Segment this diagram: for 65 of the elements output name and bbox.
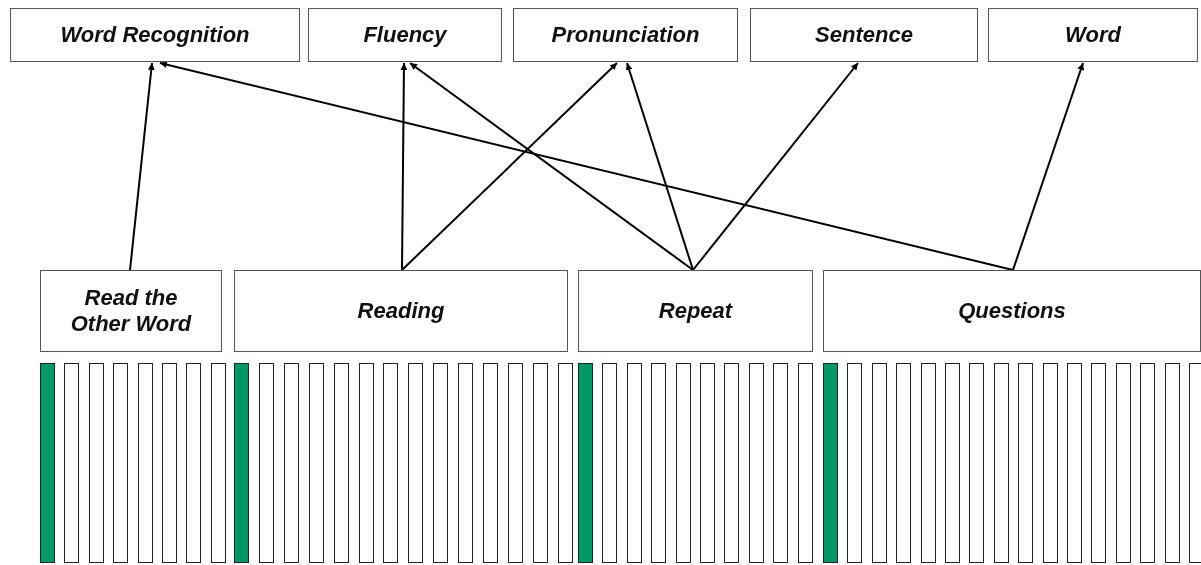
empty-bar xyxy=(1115,363,1131,563)
empty-bar xyxy=(1189,363,1201,563)
arrow xyxy=(409,62,694,271)
empty-bar xyxy=(920,363,936,563)
filled-bar xyxy=(40,363,55,563)
empty-bar xyxy=(1018,363,1034,563)
skill-box: Pronunciation xyxy=(513,8,738,62)
activity-box: Reading xyxy=(234,270,568,352)
arrow xyxy=(159,61,1014,271)
empty-bar xyxy=(1091,363,1107,563)
empty-bar xyxy=(458,363,474,563)
empty-bar xyxy=(88,363,104,563)
skill-box: Word xyxy=(988,8,1198,62)
empty-bar xyxy=(333,363,349,563)
empty-bar xyxy=(1067,363,1082,563)
empty-bar xyxy=(137,363,153,563)
empty-bar xyxy=(358,363,374,563)
empty-bar xyxy=(773,363,789,563)
empty-bar xyxy=(700,363,715,563)
arrow xyxy=(1012,62,1085,271)
empty-bar xyxy=(1042,363,1058,563)
empty-bar xyxy=(651,363,667,563)
empty-bar xyxy=(1164,363,1180,563)
empty-bar xyxy=(896,363,912,563)
empty-bar xyxy=(258,363,274,563)
empty-bar xyxy=(113,363,129,563)
empty-bar xyxy=(210,363,226,563)
empty-bar xyxy=(602,363,618,563)
activity-box: Questions xyxy=(823,270,1201,352)
arrow xyxy=(129,62,155,271)
empty-bar xyxy=(532,363,548,563)
empty-bar xyxy=(283,363,299,563)
empty-bar xyxy=(64,363,80,563)
skill-box: Sentence xyxy=(750,8,978,62)
skill-box: Word Recognition xyxy=(10,8,300,62)
empty-bar xyxy=(1140,363,1156,563)
filled-bar xyxy=(823,363,838,563)
arrow xyxy=(692,62,859,271)
empty-bar xyxy=(308,363,324,563)
filled-bar xyxy=(234,363,249,563)
empty-bar xyxy=(993,363,1009,563)
empty-bar xyxy=(945,363,960,563)
empty-bar xyxy=(626,363,642,563)
empty-bar xyxy=(724,363,740,563)
empty-bar xyxy=(969,363,985,563)
empty-bar xyxy=(383,363,399,563)
empty-bar xyxy=(675,363,691,563)
skill-box: Fluency xyxy=(308,8,502,62)
empty-bar xyxy=(507,363,523,563)
empty-bar xyxy=(748,363,764,563)
empty-bar xyxy=(847,363,863,563)
arrow xyxy=(625,62,694,271)
arrow xyxy=(400,62,408,271)
filled-bar xyxy=(578,363,593,563)
activity-box: Repeat xyxy=(578,270,813,352)
empty-bar xyxy=(162,363,177,563)
empty-bar xyxy=(871,363,887,563)
activity-box: Read the Other Word xyxy=(40,270,222,352)
empty-bar xyxy=(557,363,573,563)
empty-bar xyxy=(483,363,498,563)
empty-bar xyxy=(408,363,424,563)
arrow xyxy=(401,62,618,271)
empty-bar xyxy=(433,363,449,563)
empty-bar xyxy=(797,363,813,563)
empty-bar xyxy=(186,363,202,563)
